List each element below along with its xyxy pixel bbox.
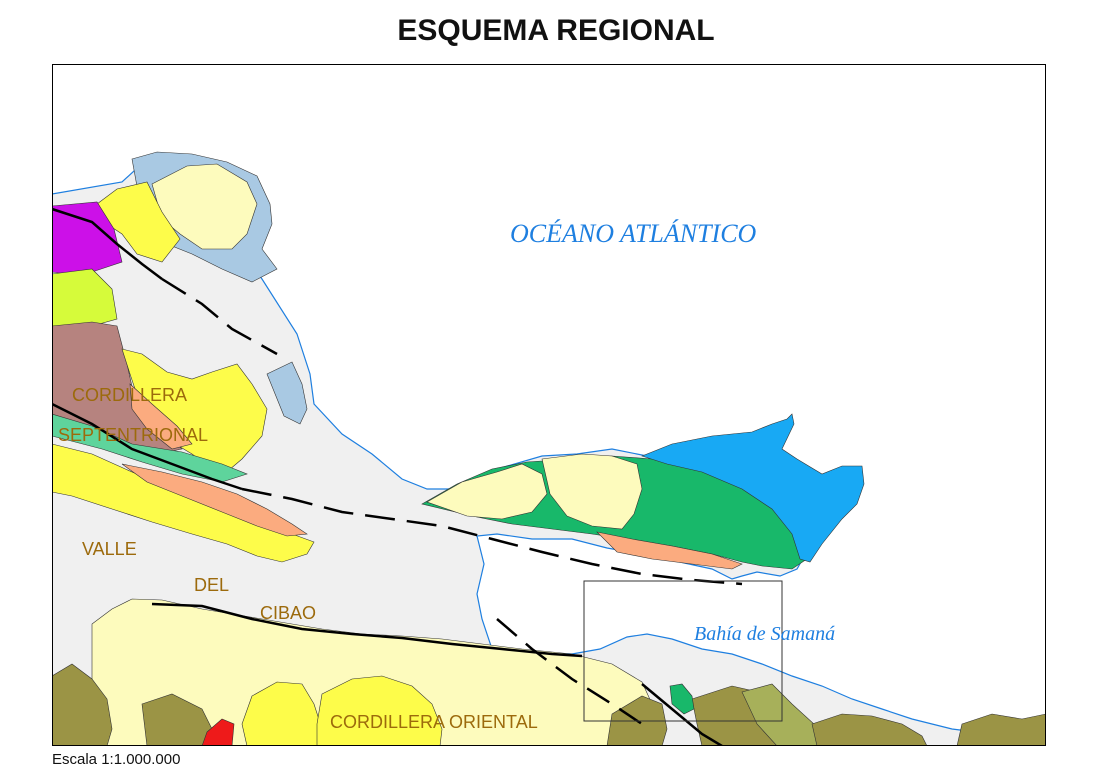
- label-ocean: OCÉANO ATLÁNTICO: [510, 219, 757, 248]
- unit-olive-west: [52, 663, 113, 746]
- label-cordillera-oriental: CORDILLERA ORIENTAL: [330, 712, 538, 732]
- label-cordillera-line2: SEPTENTRIONAL: [58, 425, 208, 445]
- unit-salmon-samana: [596, 531, 743, 570]
- unit-olive-far-east: [811, 713, 928, 746]
- unit-salmon-small: [129, 383, 193, 450]
- unit-pale-yellow-samana-west: [426, 463, 548, 520]
- unit-light-blue-east: [266, 361, 308, 425]
- label-del: DEL: [194, 575, 229, 595]
- fault-line-southern: [151, 602, 583, 658]
- scale-label: Escala 1:1.000.000: [52, 751, 181, 768]
- label-valle: VALLE: [82, 539, 137, 559]
- unit-bright-blue: [641, 413, 865, 563]
- unit-yellow-north: [96, 181, 181, 263]
- unit-salmon-long: [121, 463, 308, 537]
- label-cordillera-line1: CORDILLERA: [72, 385, 187, 405]
- unit-red: [201, 718, 235, 746]
- regional-map: OCÉANO ATLÁNTICO Bahía de Samaná CORDILL…: [52, 64, 1046, 746]
- land-mass: [52, 158, 1046, 746]
- map-title: ESQUEMA REGIONAL: [397, 14, 715, 47]
- fault-line-central-dashed: [241, 487, 743, 586]
- unit-green-small: [669, 683, 695, 715]
- label-bay: Bahía de Samaná: [694, 623, 835, 645]
- unit-olive-far-east-2: [956, 713, 1046, 746]
- unit-pale-yellow-samana-east: [541, 453, 643, 530]
- map-border: [52, 64, 1046, 746]
- fault-line-samana-dashed: [496, 618, 643, 726]
- unit-magenta: [52, 201, 123, 275]
- label-cibao: CIBAO: [260, 603, 316, 623]
- unit-pale-yellow-north: [151, 163, 258, 250]
- fault-line-central: [52, 402, 243, 491]
- unit-mint: [52, 413, 248, 483]
- inset-frame: [583, 580, 783, 722]
- unit-yellow-oriental-east: [316, 675, 443, 746]
- fault-line-north: [52, 207, 163, 280]
- fault-line-north-dashed: [161, 277, 278, 356]
